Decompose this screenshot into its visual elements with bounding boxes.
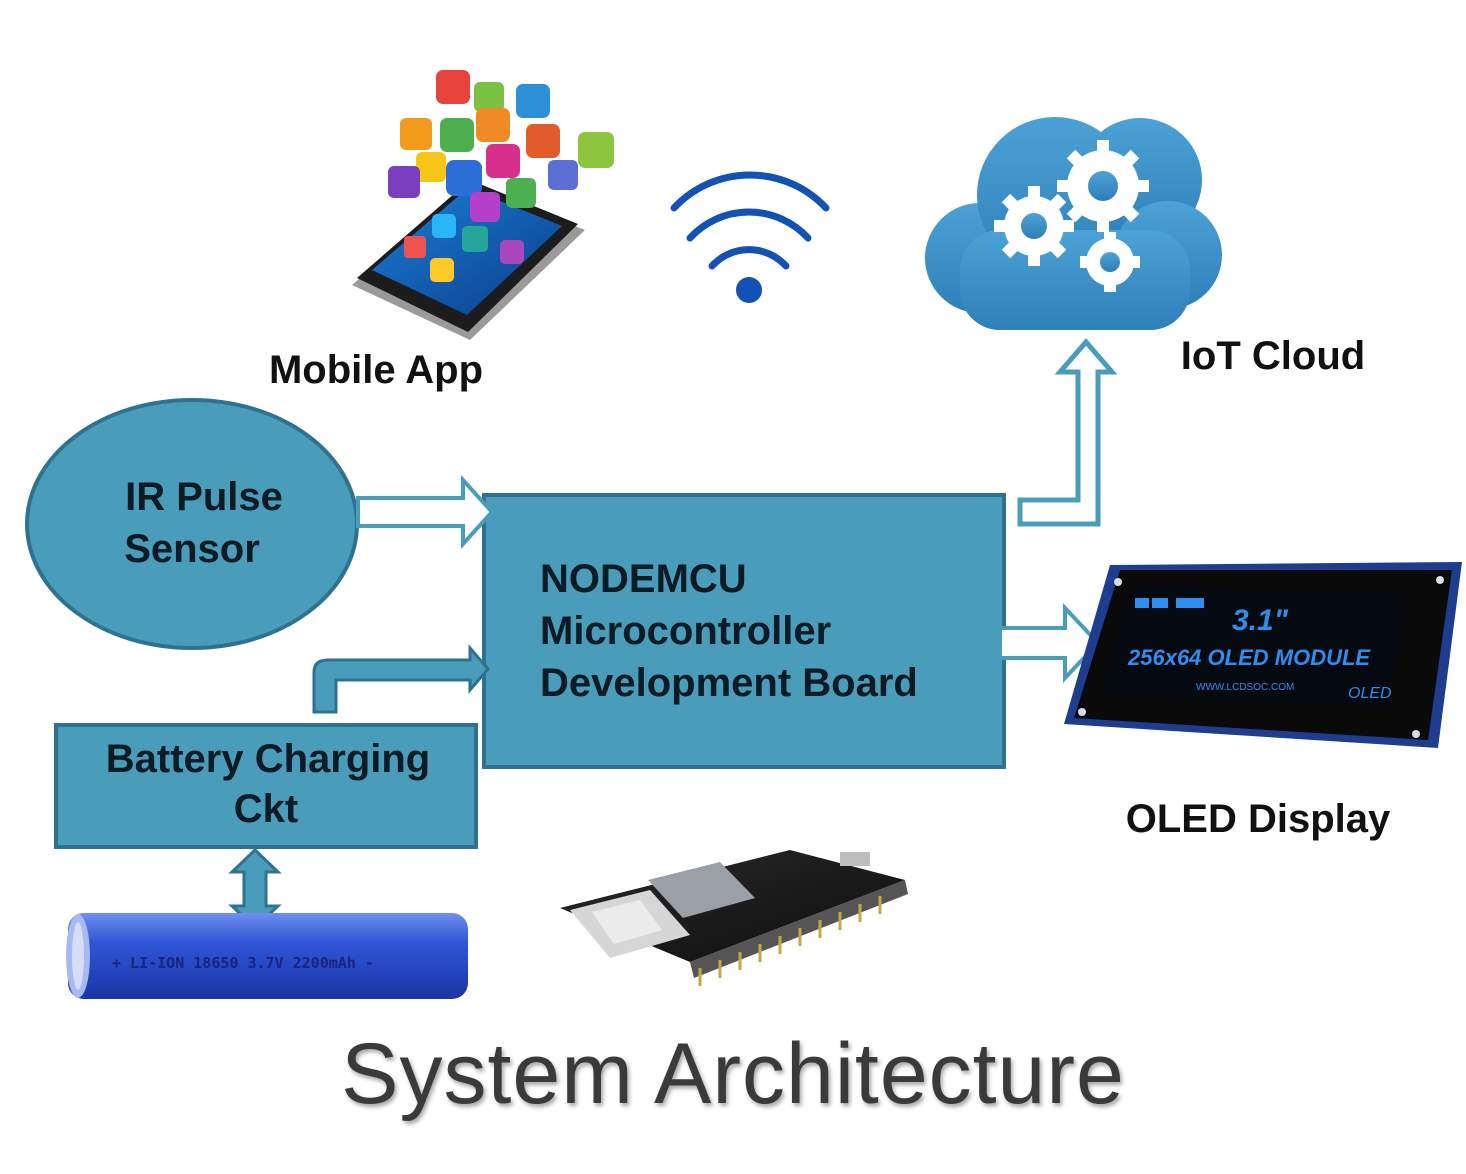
mobile-app-illustration [352, 70, 614, 340]
arrow-battery-to-mcu [312, 643, 490, 714]
oled-screen-tag: OLED [1348, 685, 1392, 702]
iot-cloud-label: IoT Cloud [1181, 334, 1365, 378]
battery-ckt-label-line2: Ckt [234, 787, 298, 831]
oled-screen-line2: 256x64 OLED MODULE [1127, 645, 1371, 670]
battery-cell-print: + LI-ION 18650 3.7V 2200mAh - [112, 954, 374, 972]
sensor-label-line1: IR Pulse [125, 475, 283, 519]
wifi-icon [670, 171, 830, 303]
oled-screen-size: 3.1" [1232, 604, 1289, 637]
mcu-label-line1: NODEMCU [540, 557, 747, 601]
sensor-label-line2: Sensor [124, 527, 260, 571]
mcu-label-line2: Microcontroller [540, 609, 831, 653]
arrow-mcu-to-cloud [1017, 338, 1118, 527]
battery-cell-icon: + LI-ION 18650 3.7V 2200mAh - [66, 913, 468, 999]
mobile-app-label: Mobile App [269, 348, 483, 392]
arrow-battery-cell-bidirectional [228, 847, 282, 931]
battery-charging-block [54, 723, 478, 849]
board-icon [560, 850, 908, 986]
oled-screen-url: WWW.LCDSOC.COM [1196, 682, 1294, 693]
nodemcu-block [482, 493, 1006, 769]
diagram-title: System Architecture [341, 1026, 1125, 1122]
gear-icon [994, 140, 1149, 292]
arrow-mcu-to-oled [998, 602, 1101, 684]
oled-display-label: OLED Display [1126, 797, 1391, 841]
cloud-icon [925, 117, 1222, 330]
smartphone-icon [352, 180, 585, 340]
arrow-sensor-to-mcu [356, 474, 495, 550]
mcu-label-line3: Development Board [540, 661, 918, 705]
oled-display-illustration: 3.1" 256x64 OLED MODULE WWW.LCDSOC.COM O… [1064, 562, 1462, 748]
battery-ckt-label-line1: Battery Charging [106, 737, 431, 781]
ir-pulse-sensor-node [25, 398, 359, 650]
